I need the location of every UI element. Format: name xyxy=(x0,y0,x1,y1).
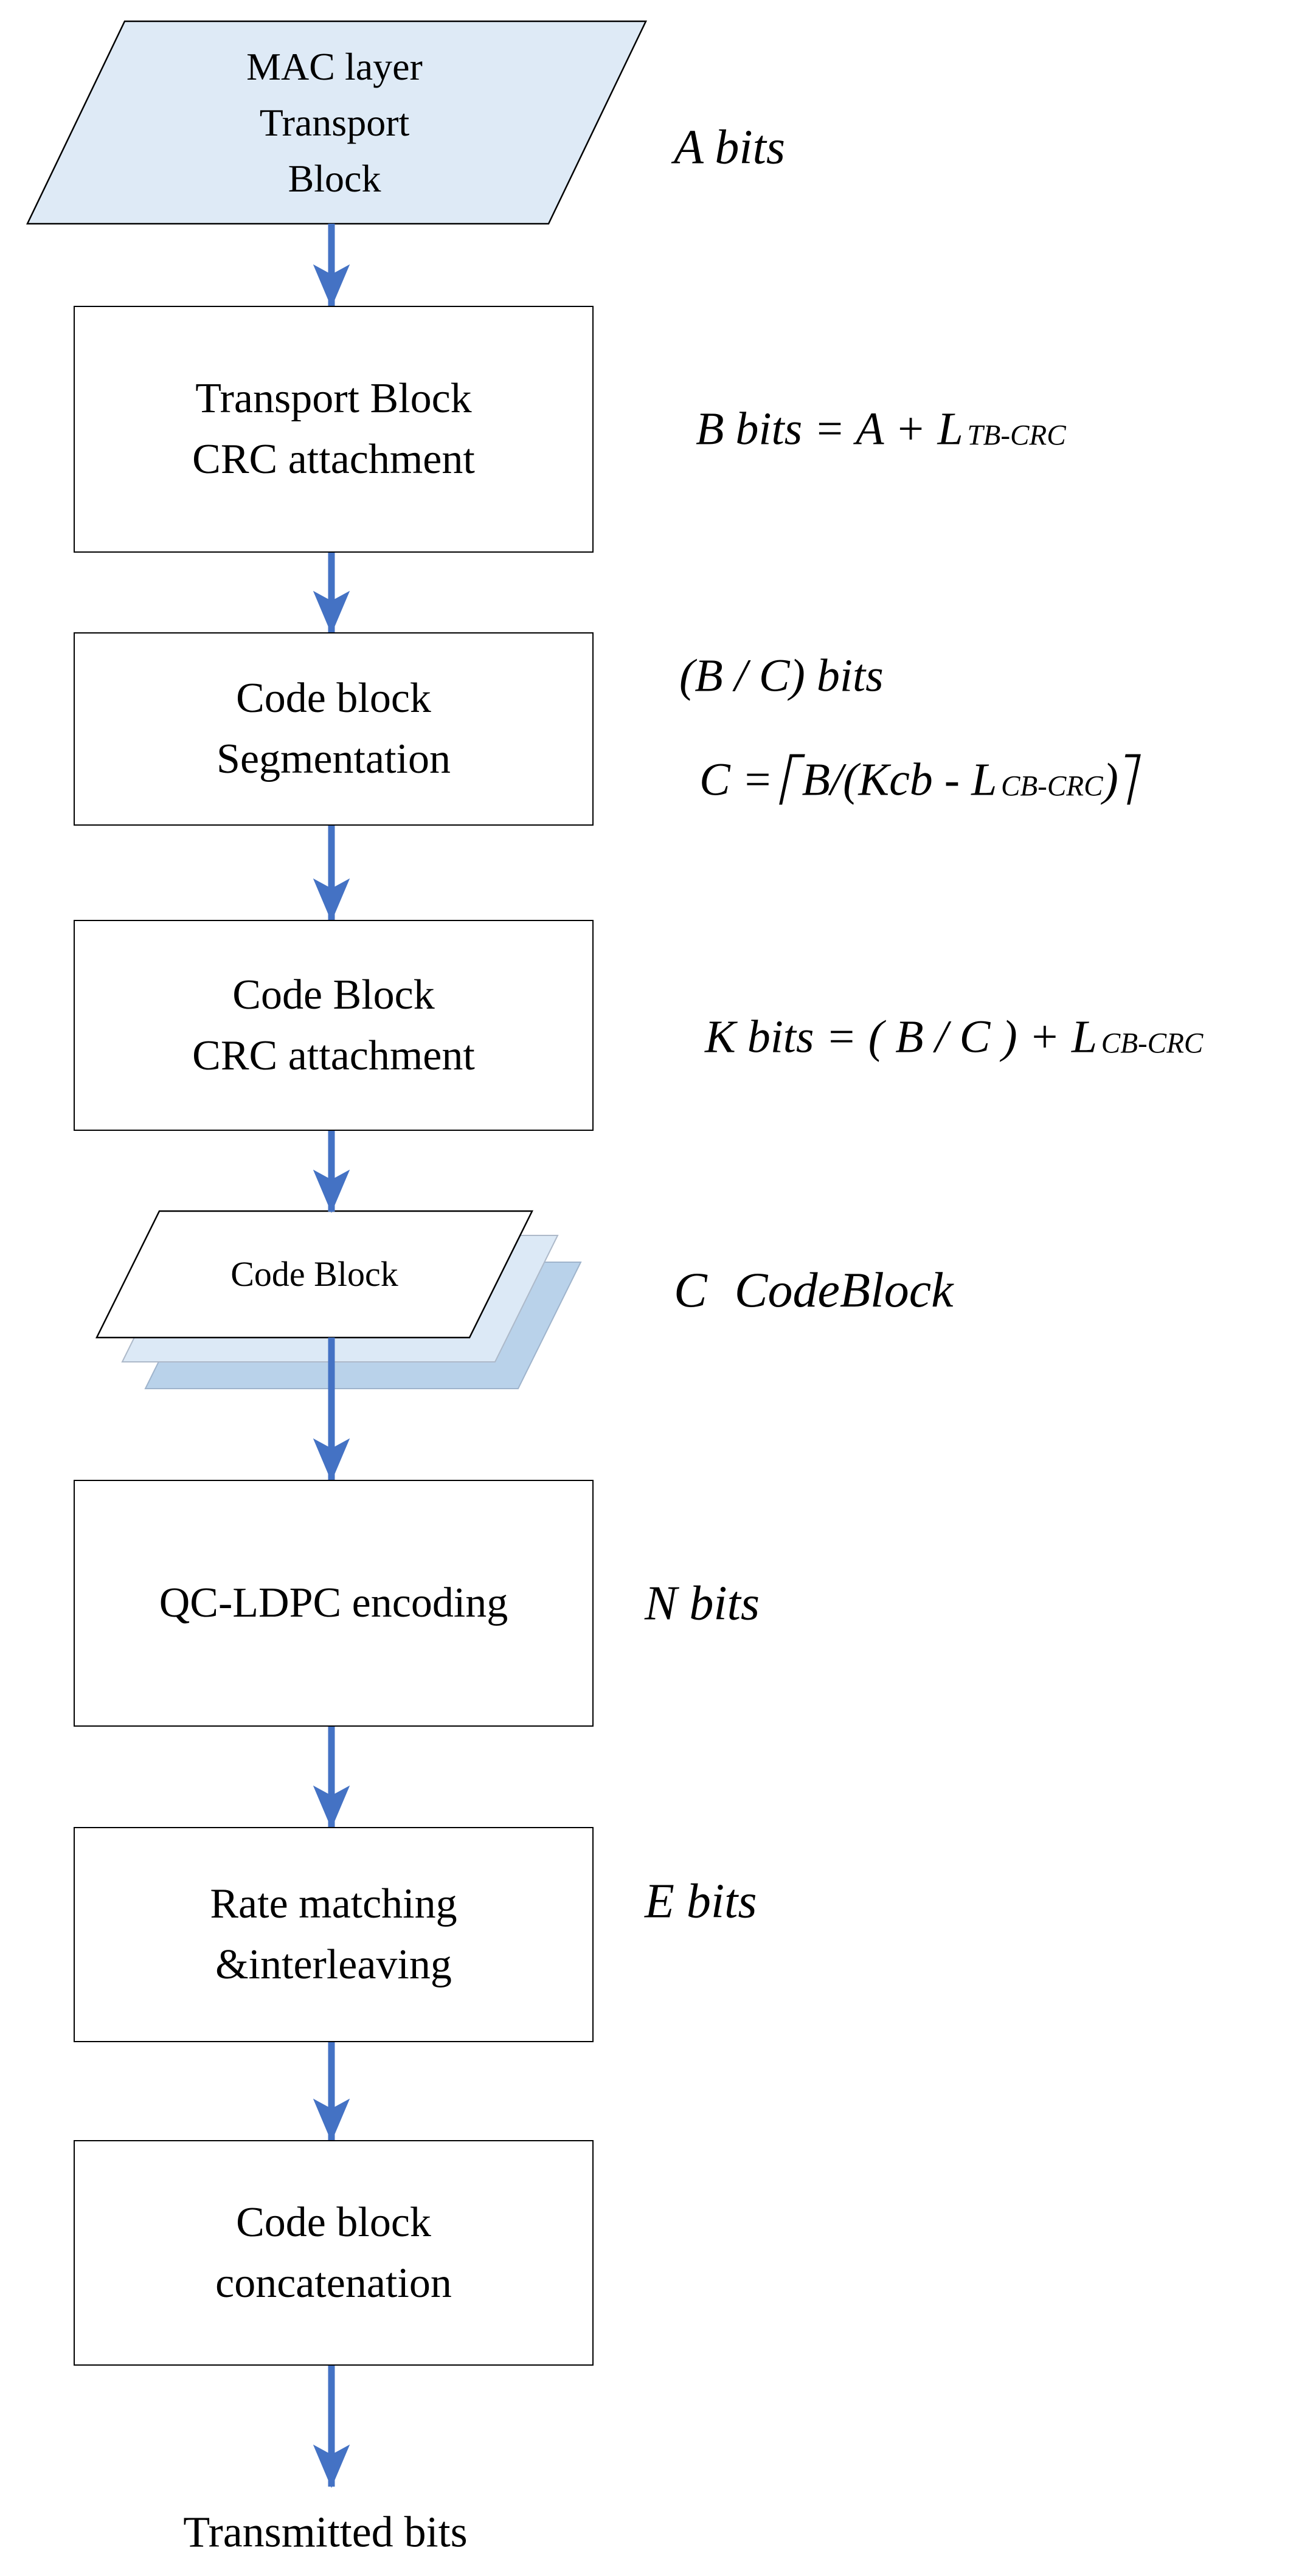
transmitted-bits-label: Transmitted bits xyxy=(183,2507,468,2557)
node-label-line: Code Block xyxy=(232,971,435,1018)
annotation-k-bits-main: K bits = ( B / C ) + L xyxy=(705,1011,1098,1063)
node-label-line: Code Block xyxy=(230,1254,398,1294)
annotation-n-bits: N bits xyxy=(645,1576,760,1631)
annotation-c-formula-subscript: CB-CRC xyxy=(1000,770,1103,803)
annotation-a-bits: A bits xyxy=(674,120,786,174)
node-label-line: Segmentation xyxy=(217,736,451,782)
node-label-line: CRC attachment xyxy=(192,1032,475,1079)
node-label-line: &interleaving xyxy=(215,1941,452,1988)
annotation-c-formula-close-paren: ) xyxy=(1103,754,1118,806)
annotation-c-count: C xyxy=(674,1262,707,1317)
annotation-b-bits-subscript: TB-CRC xyxy=(967,420,1066,452)
annotation-codeblock-word: CodeBlock xyxy=(734,1262,954,1317)
node-mac-transport-block: MAC layer Transport Block xyxy=(27,21,642,224)
node-code-block-concatenation: Code block concatenation xyxy=(74,2140,594,2366)
annotation-b-over-c-bits: (B / C) bits xyxy=(679,650,884,702)
node-label-line: Rate matching xyxy=(210,1880,457,1927)
node-label-line: Block xyxy=(288,156,381,200)
node-label-line: MAC layer xyxy=(246,44,423,88)
node-label-line: Code block xyxy=(236,675,431,722)
node-label-line: CRC attachment xyxy=(192,436,475,483)
code-block-parallelogram-shape xyxy=(95,1210,534,1339)
annotation-b-bits-main: B bits = A + L xyxy=(696,403,963,455)
node-code-block: Code Block xyxy=(97,1211,532,1338)
node-label-line: concatenation xyxy=(215,2259,452,2307)
annotation-e-bits: E bits xyxy=(645,1874,757,1929)
annotation-c-formula-body: B/(Kcb - L xyxy=(802,754,997,806)
node-label-line: Transport Block xyxy=(195,375,472,422)
annotation-c-formula-prefix: C = xyxy=(699,754,785,806)
node-code-block-crc-attachment: Code Block CRC attachment xyxy=(74,920,594,1131)
node-qc-ldpc-encoding: QC-LDPC encoding xyxy=(74,1480,594,1727)
node-transport-block-crc-attachment: Transport Block CRC attachment xyxy=(74,306,594,553)
node-code-block-segmentation: Code block Segmentation xyxy=(74,632,594,826)
node-rate-matching-interleaving: Rate matching &interleaving xyxy=(74,1827,594,2042)
mac-transport-block-parallelogram-shape xyxy=(26,20,647,225)
annotation-k-bits-subscript: CB-CRC xyxy=(1101,1027,1204,1060)
node-label-line: Code block xyxy=(236,2198,431,2246)
node-label-line: Transport xyxy=(259,100,410,144)
node-label-line: QC-LDPC encoding xyxy=(159,1580,508,1626)
annotation-c-codeblock: C CodeBlock xyxy=(674,1262,954,1319)
